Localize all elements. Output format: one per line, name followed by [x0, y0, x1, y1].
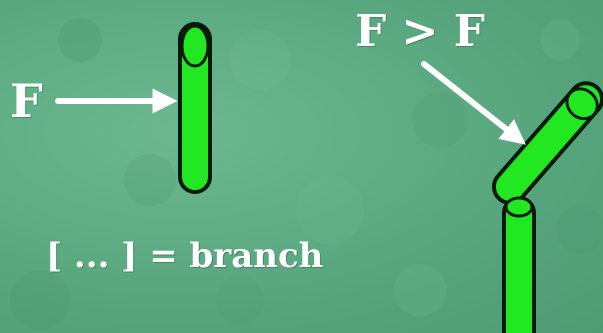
branch-legend: [ ... ] = branch — [46, 236, 324, 276]
force-label-left: F — [10, 74, 43, 128]
force-comparison-label: F > F — [355, 6, 485, 57]
branched-stem — [491, 81, 603, 333]
force-arrow-right — [421, 61, 526, 145]
single-stem — [178, 22, 212, 194]
